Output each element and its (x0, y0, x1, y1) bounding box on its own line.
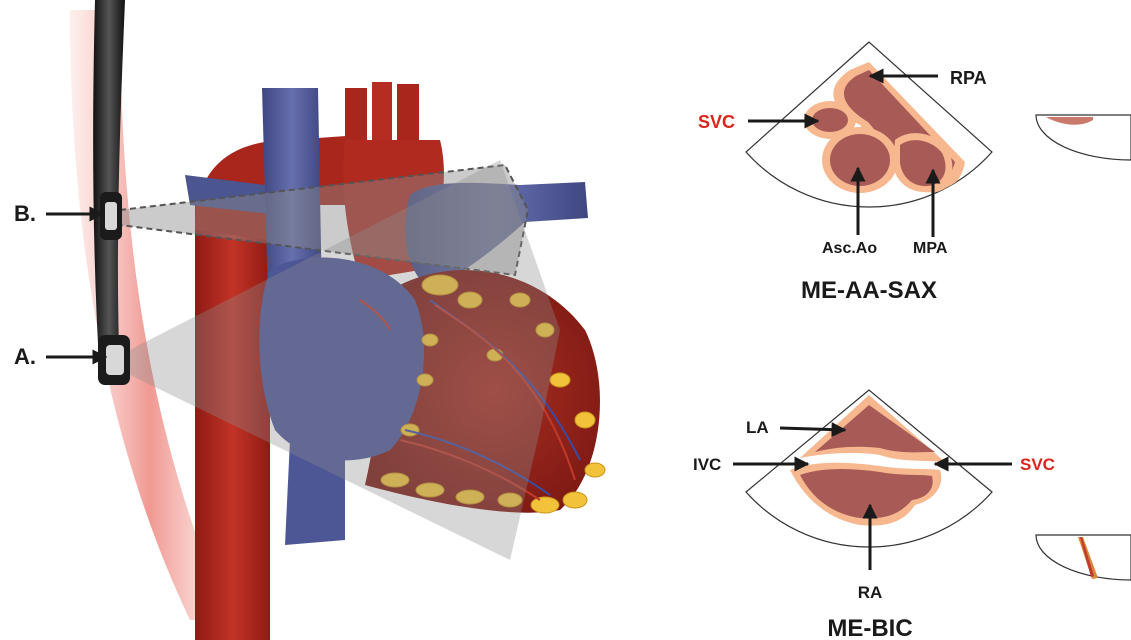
ra-label: RA (858, 583, 883, 602)
probe-label-a: A. (14, 344, 36, 369)
left-carotid-artery (372, 82, 392, 148)
mpa-label: MPA (913, 240, 948, 257)
orientation-icon-sax (1036, 115, 1131, 160)
la-label: LA (746, 418, 769, 437)
probe-label-b: B. (14, 201, 36, 226)
asc-ao-label: Asc.Ao (822, 240, 877, 257)
svc-label-sax: SVC (698, 112, 735, 132)
me-aa-sax-title: ME-AA-SAX (801, 277, 937, 304)
me-bic-view: LA IVC SVC RA ME-BIC (693, 390, 1055, 640)
svc-label-bic: SVC (1020, 455, 1055, 474)
la-arrow (780, 428, 845, 430)
me-aa-sax-view: RPA SVC Asc.Ao MPA ME-AA-SAX (698, 42, 992, 304)
me-bic-title: ME-BIC (827, 615, 912, 640)
ivc-label: IVC (693, 455, 721, 474)
orientation-icon-bic (1036, 535, 1131, 580)
rpa-label: RPA (950, 68, 987, 88)
brachiocephalic-artery (345, 88, 367, 148)
anatomy-illustration (70, 0, 605, 640)
